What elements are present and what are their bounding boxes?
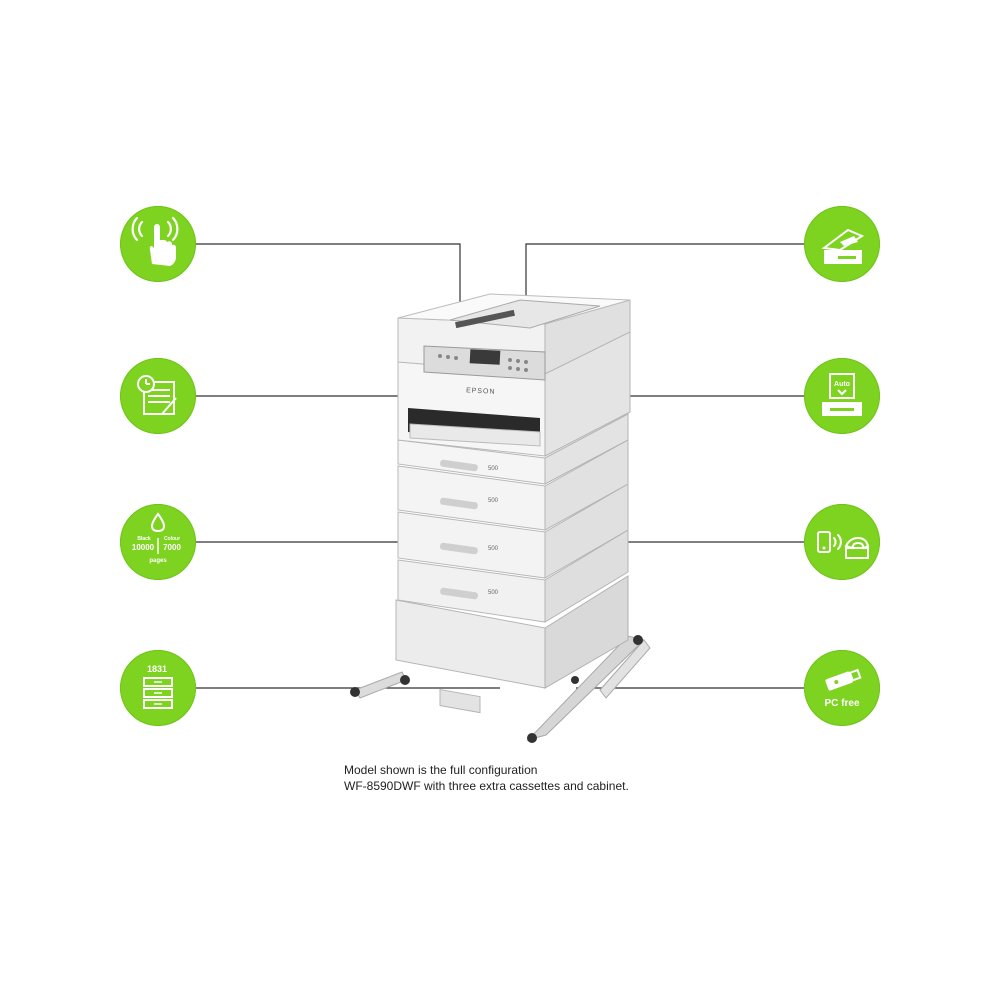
tray-label: 500	[488, 466, 499, 472]
ink-yield-icon: Black Colour 10000 7000 pages	[120, 504, 196, 580]
configuration-caption: Model shown is the full configuration WF…	[344, 762, 744, 794]
capacity-value: 1831	[147, 664, 167, 674]
auto-label: Auto	[834, 381, 850, 388]
fast-print-icon	[120, 358, 196, 434]
colour-pages: 7000	[163, 543, 181, 552]
black-pages: 10000	[132, 543, 155, 552]
pc-free-label: PC free	[824, 698, 859, 709]
touch-panel-icon	[120, 206, 196, 282]
printer-body	[350, 293, 651, 743]
tray-label: 500	[488, 546, 499, 552]
scanner-adf-icon	[804, 206, 880, 282]
paper-capacity-icon: 1831	[120, 650, 196, 726]
paper-cassettes	[397, 413, 629, 623]
auto-duplex-icon: Auto	[804, 358, 880, 434]
caption-line-2: WF-8590DWF with three extra cassettes an…	[344, 779, 629, 793]
connector-scanner	[525, 243, 804, 316]
colour-label: Colour	[164, 536, 180, 542]
tray-label: 500	[488, 590, 499, 596]
tray-label: 500	[488, 498, 499, 504]
usb-pc-free-icon: PC free	[804, 650, 880, 726]
mobile-fax-icon	[804, 504, 880, 580]
printer-brand: EPSON	[465, 387, 496, 396]
pages-label: pages	[149, 558, 167, 564]
black-label: Black	[137, 536, 151, 542]
caption-line-1: Model shown is the full configuration	[344, 763, 538, 777]
